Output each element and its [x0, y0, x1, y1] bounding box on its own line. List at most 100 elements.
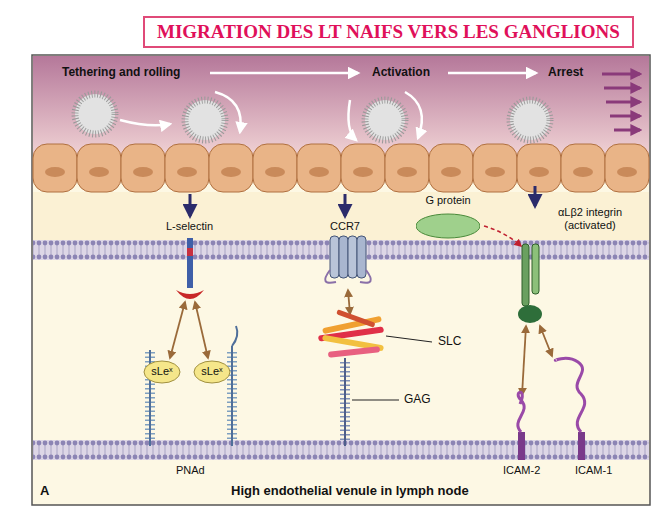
endothelial-cell — [297, 144, 341, 192]
flow-arrow — [602, 74, 640, 130]
binding-arrow — [522, 326, 526, 395]
endothelial-cell — [77, 144, 121, 192]
oval-shape — [416, 214, 480, 238]
stage-arrow — [210, 72, 358, 75]
illustration — [32, 55, 650, 505]
endothelial-cell — [89, 167, 109, 177]
l-selectin — [176, 290, 204, 299]
endothelial-cell — [385, 144, 429, 192]
stage-arrow — [448, 72, 536, 75]
stage-label: Tethering and rolling — [62, 66, 180, 80]
endothelial-cell — [517, 144, 561, 192]
gag — [352, 400, 399, 401]
integrin — [518, 305, 542, 323]
endothelial-cell — [33, 144, 77, 192]
icam — [555, 358, 584, 432]
molecule-label: PNAd — [176, 464, 205, 477]
binding-arrow — [195, 302, 208, 358]
slc-chemokine — [328, 346, 380, 357]
oval-shape — [144, 361, 180, 383]
icam — [518, 358, 585, 460]
flow-arrow — [610, 115, 640, 118]
molecule-label: CCR7 — [330, 220, 360, 233]
endothelial-cell — [473, 144, 517, 192]
endothelial-cell — [133, 167, 153, 177]
endothelial-cell — [529, 167, 549, 177]
endothelial-cell — [121, 144, 165, 192]
endothelial-cell — [341, 144, 385, 192]
title-box: MIGRATION DES LT NAIFS VERS LES GANGLION… — [143, 16, 634, 48]
ccr7 — [339, 236, 348, 278]
icam — [578, 432, 585, 460]
slex-oval: sLeˣ — [193, 360, 231, 384]
ccr7 — [348, 236, 357, 278]
signal-arrow — [484, 226, 521, 246]
gag — [344, 358, 346, 446]
down-arrow — [344, 194, 347, 216]
icam — [518, 432, 525, 460]
lymphocyte — [365, 100, 405, 140]
slc-chemokine — [386, 336, 432, 342]
ccr7 — [325, 236, 371, 283]
panel-letter: A — [40, 484, 49, 499]
endothelial-cell — [353, 167, 373, 177]
molecule-label: L-selectin — [166, 220, 213, 233]
endothelial-cell — [441, 167, 461, 177]
l-selectin — [187, 238, 193, 288]
slex-oval: sLeˣ — [143, 360, 181, 384]
endothelial-cell — [265, 167, 285, 177]
ccr7 — [330, 236, 339, 278]
binding-arrow — [170, 302, 185, 358]
g-protein: G protein — [416, 194, 480, 240]
lymphocyte — [75, 94, 550, 140]
lymphocyte — [510, 100, 550, 140]
ccr7 — [325, 270, 371, 283]
endothelial-cell — [177, 167, 197, 177]
endothelial-cell — [45, 167, 65, 177]
endothelial-cell — [221, 167, 241, 177]
molecule-label: SLC — [438, 335, 461, 349]
endothelial-cell — [429, 144, 473, 192]
oval-shape — [416, 212, 480, 240]
down-arrow — [189, 194, 192, 216]
molecule-label: ICAM-2 — [503, 464, 540, 477]
endothelial-cell — [485, 167, 505, 177]
molecule-label: GAG — [404, 393, 431, 407]
integrin — [522, 244, 529, 306]
endothelial-cell — [605, 144, 649, 192]
rolling-arrow — [120, 120, 170, 125]
flow-arrow — [604, 87, 640, 90]
stage-label: Arrest — [548, 66, 583, 80]
endothelial-cell — [33, 144, 649, 192]
slc-chemokine — [318, 309, 432, 357]
flow-arrow — [614, 129, 640, 132]
endothelial-cell — [253, 144, 297, 192]
down-arrow — [190, 186, 535, 216]
pnad — [232, 326, 237, 346]
oval-text: sLeˣ — [201, 365, 222, 378]
molecule-label: G protein — [416, 194, 480, 207]
title: MIGRATION DES LT NAIFS VERS LES GANGLION… — [157, 21, 620, 42]
integrin — [518, 244, 542, 323]
flow-arrow — [606, 101, 640, 104]
endothelial-cell — [561, 144, 605, 192]
stage-label: Activation — [372, 66, 430, 80]
rolling-arrow — [405, 92, 422, 138]
endothelial-cell — [397, 167, 417, 177]
endothelial-cell — [165, 144, 209, 192]
slc-chemokine — [336, 309, 375, 327]
l-selectin — [176, 238, 204, 299]
binding-arrow — [348, 290, 350, 314]
endothelial-cell — [309, 167, 329, 177]
binding-arrow — [540, 326, 552, 356]
l-selectin — [187, 248, 193, 256]
oval-text: sLeˣ — [151, 365, 172, 378]
integrin — [532, 244, 539, 294]
lymphocyte — [185, 100, 225, 140]
pnad — [231, 346, 233, 446]
gag — [345, 358, 399, 446]
endothelial-cell — [573, 167, 593, 177]
illustration — [33, 192, 649, 240]
pnad — [150, 326, 237, 446]
rolling-arrow — [348, 100, 356, 140]
